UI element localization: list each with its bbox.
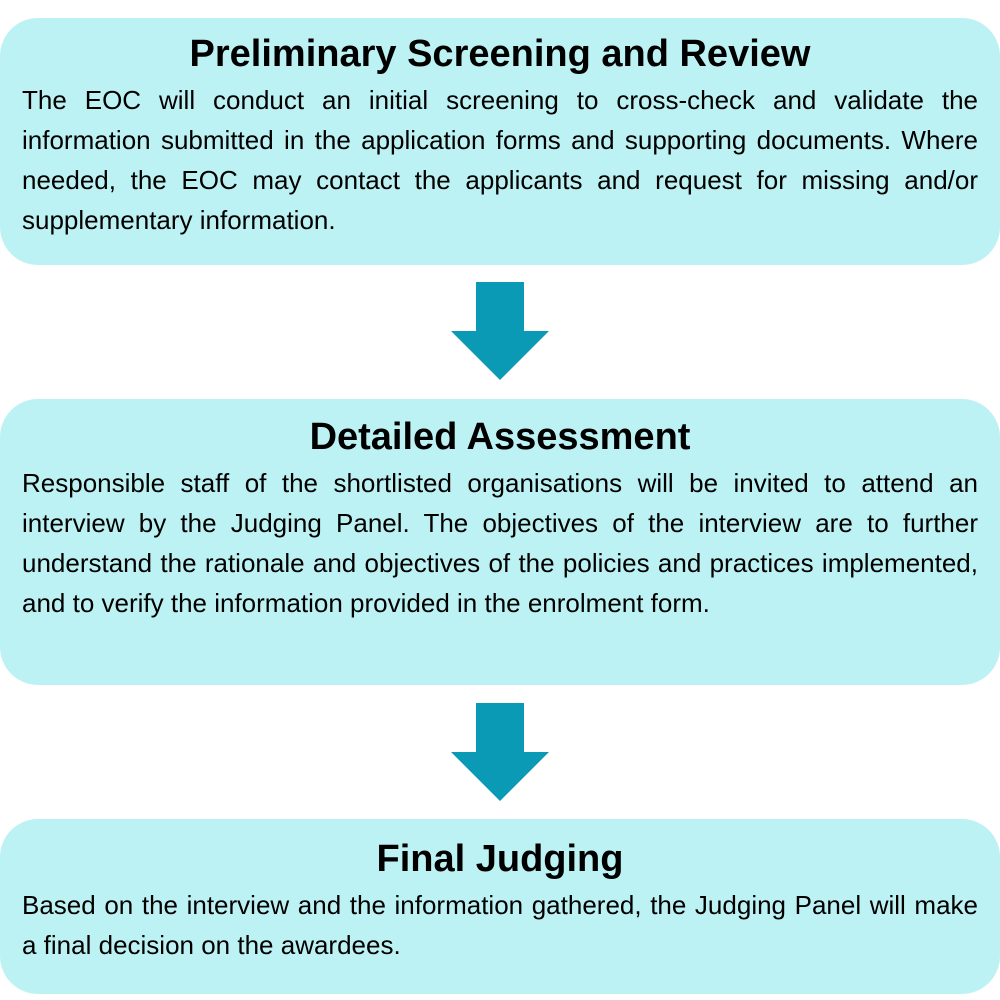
step-preliminary-screening: Preliminary Screening and Review The EOC… [0, 18, 1000, 265]
step-final-judging: Final Judging Based on the interview and… [0, 819, 1000, 994]
step-title: Final Judging [376, 838, 624, 880]
step-description: Responsible staff of the shortlisted org… [22, 468, 978, 618]
step-detailed-assessment: Detailed Assessment Responsible staff of… [0, 399, 1000, 685]
step-description: The EOC will conduct an initial screenin… [22, 85, 978, 235]
arrow-down-icon [451, 282, 549, 380]
arrow-down-icon [451, 703, 549, 801]
step-title: Detailed Assessment [309, 416, 691, 458]
step-title: Preliminary Screening and Review [189, 33, 811, 75]
step-description: Based on the interview and the informati… [22, 890, 978, 960]
